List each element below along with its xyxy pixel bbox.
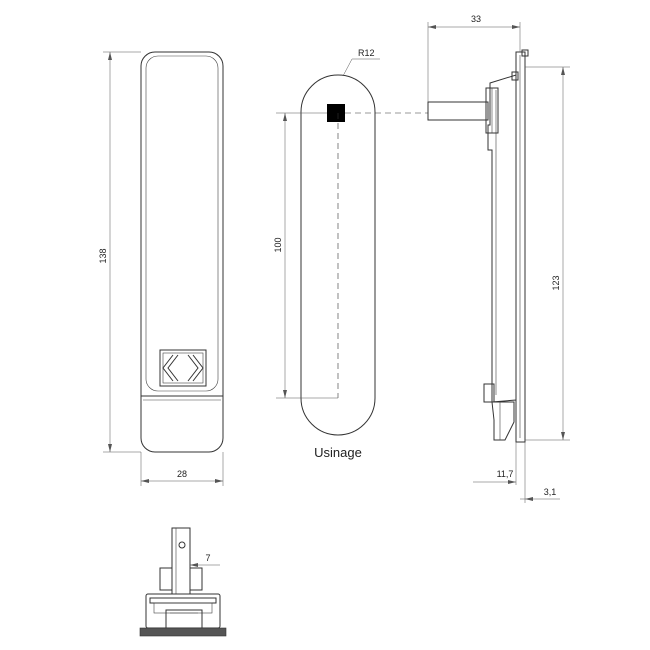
dimension-height-front — [103, 51, 141, 453]
dimension-offset — [473, 442, 517, 485]
front-height-label: 138 — [98, 248, 108, 263]
side-height-label: 123 — [551, 275, 561, 290]
handle-body — [140, 51, 224, 453]
side-latch — [483, 383, 495, 403]
front-view: 138 28 — [98, 51, 224, 486]
cutout-view: R12 100 Usinage — [273, 48, 428, 460]
tongue-hole — [178, 541, 186, 549]
side-spindle — [427, 101, 489, 121]
logo-emblem — [159, 349, 207, 387]
dimension-tongue — [190, 563, 220, 567]
bottom-view: 7 — [139, 527, 227, 637]
pitch-label: 100 — [273, 237, 283, 252]
side-view: 33 123 11,7 3,1 — [427, 14, 570, 503]
bottom-collar — [159, 567, 173, 591]
dimension-pitch — [276, 112, 338, 399]
dimension-thickness — [520, 442, 560, 503]
bottom-base-plate — [139, 627, 227, 637]
thickness-label: 3,1 — [544, 487, 557, 497]
tongue-label: 7 — [205, 553, 210, 563]
side-plate — [515, 51, 526, 443]
offset-label: 11,7 — [497, 469, 514, 479]
bottom-housing — [145, 593, 221, 629]
dimension-height-side — [525, 66, 570, 441]
depth-label: 33 — [471, 14, 481, 24]
front-width-label: 28 — [177, 469, 187, 479]
square-hole — [327, 104, 345, 122]
radius-label: R12 — [358, 48, 375, 58]
cutout-caption: Usinage — [314, 445, 362, 460]
cutout-slot — [300, 74, 376, 436]
dimension-depth — [427, 22, 521, 102]
dimension-width-front — [140, 452, 224, 486]
handle-inner-face — [145, 55, 219, 392]
side-body — [487, 74, 517, 403]
bottom-tongue — [171, 527, 191, 595]
